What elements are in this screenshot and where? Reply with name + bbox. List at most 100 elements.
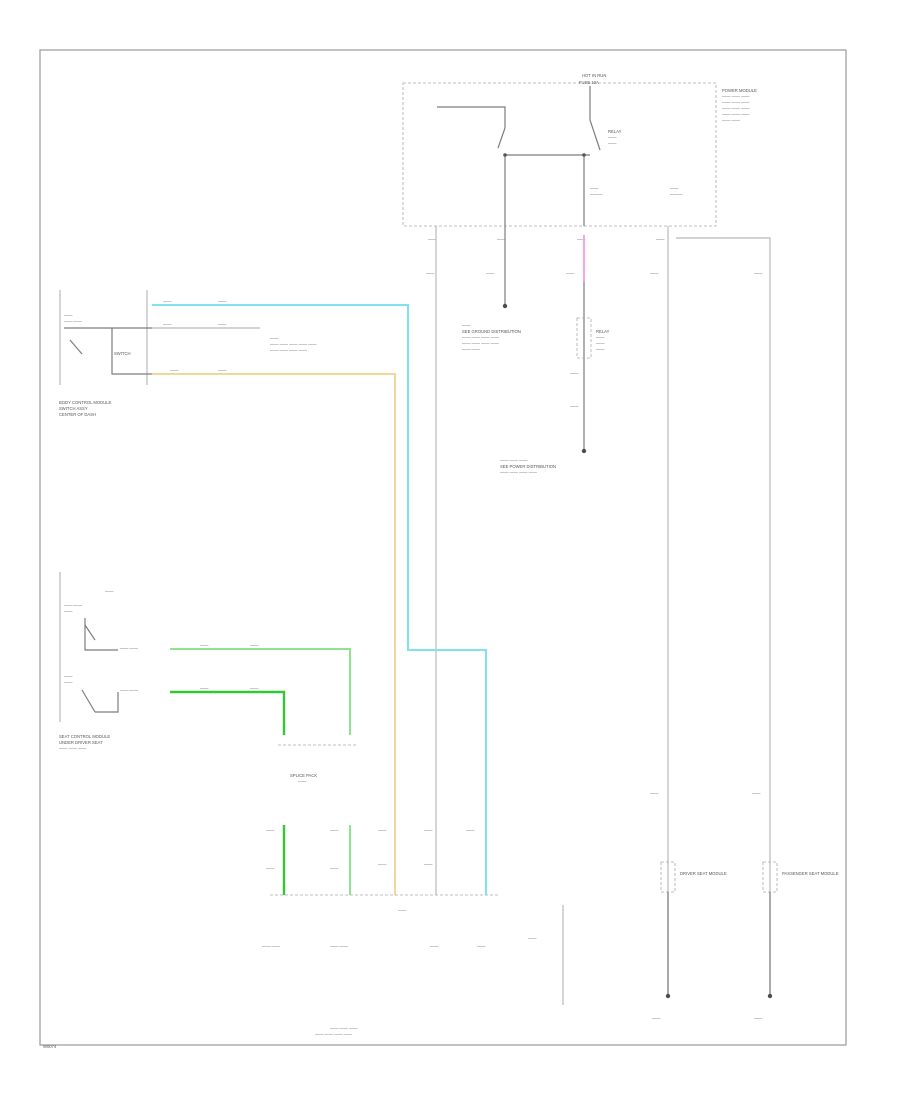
wire-label: —— — [566, 271, 575, 276]
internal-line — [95, 692, 119, 713]
power-module-note-5: —— —— — [722, 118, 741, 123]
wire-label: —— — [650, 791, 659, 796]
internal-text-3: —— — [670, 186, 679, 191]
note-text: —— — [270, 336, 279, 341]
wire-label: —— — [250, 686, 259, 691]
fuse-block-sublabel: FUSE 10A — [579, 80, 599, 85]
driver-seat-label: DRIVER SEAT MODULE — [680, 871, 727, 876]
bottom-module-sub: UNDER DRIVER SEAT — [59, 740, 103, 745]
power-module-note-2: —— —— —— — [722, 100, 750, 105]
left-module-loc: CENTER OF DASH — [59, 412, 96, 417]
left-module-sub: SWITCH ASSY — [59, 406, 88, 411]
ground-note-2: SEE GROUND DISTRIBUTION — [462, 329, 521, 334]
wire-label: —— — [754, 271, 763, 276]
splice-pack-label: SPLICE PACK — [290, 773, 317, 778]
ground-note-3: —— —— —— —— — [462, 335, 500, 340]
seat-module-label-2: —— —— —— —— — [315, 1032, 353, 1037]
wire-label: —— — [424, 828, 433, 833]
relay-center-label: RELAY — [596, 329, 610, 334]
pin-label: —— — [477, 944, 486, 949]
wire-label: —— — [486, 271, 495, 276]
ground-node — [665, 993, 671, 999]
left-module-label: BODY CONTROL MODULE — [59, 400, 112, 405]
pin-label: —— — [528, 936, 537, 941]
internal-text-2: ——— — [590, 192, 603, 197]
note-text: —— —— —— —— — [270, 348, 308, 353]
power-note-3: —— —— —— —— — [500, 470, 538, 475]
wire-label: —— — [218, 299, 227, 304]
splice-pack-sub: —— — [298, 779, 307, 784]
power-module: HOT IN RUN FUSE 10A POWER MODULE —— —— —… — [402, 73, 757, 227]
switch-note: —— —— — [120, 688, 139, 693]
switch-arm — [81, 689, 96, 713]
wire-label: —— — [218, 368, 227, 373]
switch-arm — [84, 624, 96, 641]
wire-label: —— — [466, 828, 475, 833]
power-note-2: SEE POWER DISTRIBUTION — [500, 464, 556, 469]
relay-center-note: —— — [596, 335, 605, 340]
relay-center-note: —— — [596, 347, 605, 352]
internal-line — [111, 328, 152, 375]
power-module-note-3: —— —— —— — [722, 106, 750, 111]
wire-label: —— — [752, 791, 761, 796]
switch-contact-a — [497, 127, 506, 149]
wire-label: —— — [330, 828, 339, 833]
relay-label-2: —— — [608, 135, 617, 140]
pin-label: —— — [105, 589, 114, 594]
passenger-seat-label: PASSENGER SEAT MODULE — [782, 871, 839, 876]
tan-wire — [152, 373, 396, 895]
power-module-label: POWER MODULE — [722, 88, 757, 93]
wire-label: —— — [163, 299, 172, 304]
diagram-code: W0074 — [43, 1044, 57, 1049]
wire-label: —— — [200, 643, 209, 648]
green-wire-dark — [170, 690, 286, 735]
wire-label: —— — [424, 862, 433, 867]
ground-label: —— — [754, 1016, 763, 1021]
power-module-box — [402, 82, 717, 227]
switch-label: —— — [64, 609, 73, 614]
pin-label: —— — [570, 404, 579, 409]
pin-label: —— — [577, 237, 586, 242]
switch-block-label: SWITCH — [114, 351, 131, 356]
power-module-note-4: —— —— —— — [722, 112, 750, 117]
switch-label: —— — [64, 680, 73, 685]
power-module-connector: —— —— —— —— — [428, 237, 665, 242]
ground-note-4: —— —— —— —— — [462, 341, 500, 346]
pin-label: —— — [497, 237, 506, 242]
pin-label: —— — [570, 371, 579, 376]
power-note-1: —— —— —— — [500, 458, 528, 463]
ground-note-5: —— —— — [462, 347, 481, 352]
pin-label: —— — [428, 237, 437, 242]
pin-label: —— — [430, 944, 439, 949]
green-wire-light — [170, 648, 351, 735]
wire-label: —— — [163, 322, 172, 327]
wire-label: —— — [378, 828, 387, 833]
bottom-module-loc: —— —— —— — [59, 746, 87, 751]
internal-text-1: —— — [590, 186, 599, 191]
wire-label: —— — [250, 643, 259, 648]
pin-label: —— —— — [262, 944, 281, 949]
wire-label: —— — [378, 862, 387, 867]
node — [582, 153, 586, 157]
diagram-frame — [39, 49, 847, 1046]
switch-note: —— —— — [120, 646, 139, 651]
switch-arm — [69, 339, 83, 355]
wire-label: —— — [266, 828, 275, 833]
ground-node — [581, 448, 587, 454]
wire-label: —— — [170, 368, 179, 373]
power-module-note-1: —— —— —— — [722, 94, 750, 99]
note-text: —— —— —— —— —— — [270, 342, 317, 347]
left-top-module: —— —— —— SWITCH BODY CONTROL MODULE SWIT… — [59, 290, 152, 417]
switch-label: —— —— — [64, 603, 83, 608]
connector-label: —— — [398, 908, 407, 913]
internal-text-4: ——— — [670, 192, 683, 197]
ground-note-1: —— — [462, 323, 471, 328]
relay-label: RELAY — [608, 129, 622, 134]
bottom-module-label: SEAT CONTROL MODULE — [59, 734, 110, 739]
internal-wire-a — [437, 106, 506, 128]
relay-contact — [589, 119, 601, 151]
passenger-seat-module: —— PASSENGER SEAT MODULE —— — [752, 791, 839, 1021]
relay-label-3: —— — [608, 141, 617, 146]
wire-label: —— — [266, 866, 275, 871]
